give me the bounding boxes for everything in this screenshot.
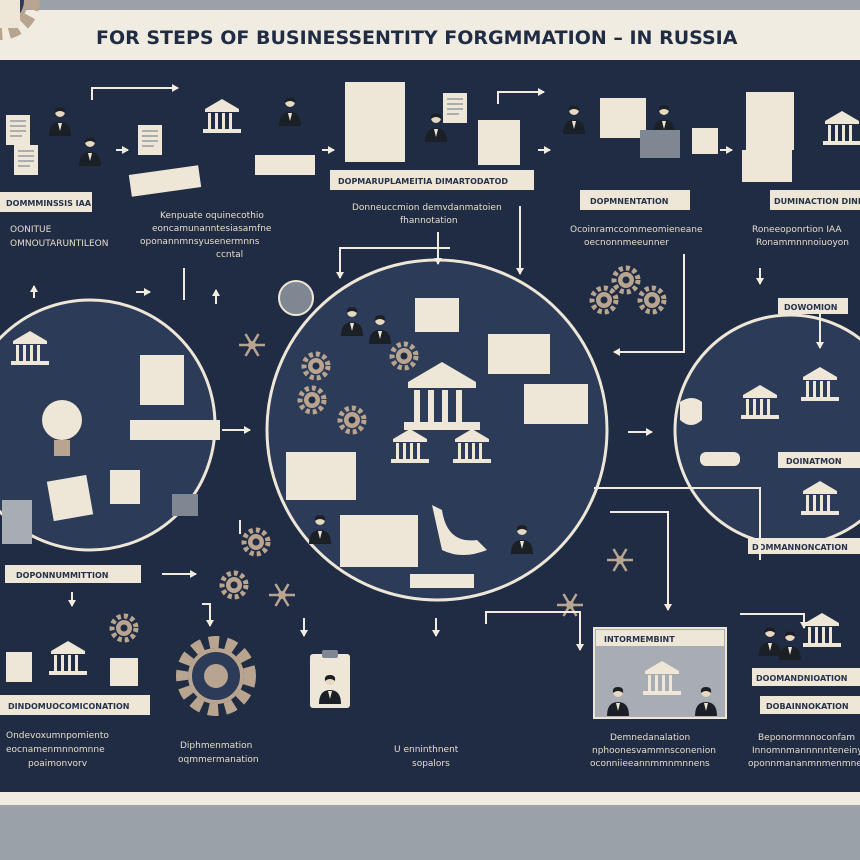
flow-arrow bbox=[613, 254, 685, 356]
step-bottom-5-caption-2: Innomnmannnnnteneiny bbox=[752, 746, 860, 756]
step-bottom-5-label-box bbox=[752, 668, 860, 686]
step-top-1: DOMMMINSSIS IAA OONITUE OMNOUTARUNTILEON bbox=[0, 107, 108, 249]
step-top-2-caption-2: eoncamunanntesiasamfne bbox=[152, 224, 272, 234]
step-top-4-label-box bbox=[580, 190, 690, 210]
step-top-3: DOPMARUPLAMEITIA DIMARTODATOD Donneuccmi… bbox=[330, 82, 534, 226]
stage-circle-right-label-2: DOINATMON bbox=[786, 457, 842, 466]
step-top-3-caption-2: fhannotation bbox=[400, 216, 458, 226]
step-bottom-4-label-box bbox=[596, 630, 724, 646]
flow-arrow bbox=[740, 613, 808, 629]
stage-circle-right-label-box bbox=[778, 298, 848, 314]
flow-arrow bbox=[594, 487, 761, 560]
step-top-4-label: DOPMNENTATION bbox=[590, 197, 668, 206]
stage-circle-right-label-3-box bbox=[748, 538, 860, 554]
step-top-3-label-box bbox=[330, 170, 534, 190]
flow-arrow bbox=[610, 511, 672, 611]
step-top-1-caption-2: OMNOUTARUNTILEON bbox=[10, 239, 108, 249]
step-top-1-caption-1: OONITUE bbox=[10, 225, 52, 235]
step-bottom-1-label: DINDOMUOCOMICONATION bbox=[8, 702, 130, 711]
stage-circle-center bbox=[265, 258, 609, 602]
step-top-4-caption-2: oecnonnmeeunner bbox=[584, 238, 669, 248]
step-bottom-5-caption-3: oponnmananmnmenmnene bbox=[748, 759, 860, 769]
flow-arrow bbox=[497, 88, 545, 104]
poster-title: FOR STEPS OF BUSINESSENTITY FORGMMATION … bbox=[96, 27, 738, 49]
step-bottom-4-label: INTORMEMBINT bbox=[604, 635, 675, 644]
step-top-3-caption-1: Donneuccmion demvdanmatoien bbox=[352, 203, 502, 213]
step-top-2-caption-1: Kenpuate oquinecothio bbox=[160, 211, 264, 221]
stage-circle-right-label-2-box bbox=[778, 452, 860, 468]
step-top-1-label-box bbox=[0, 192, 92, 212]
step-bottom-5: DOOMANDNIOATION DOBAINNOKATION Beponormn… bbox=[748, 613, 860, 769]
step-top-1-label: DOMMMINSSIS IAA bbox=[6, 199, 92, 208]
step-bottom-4-caption-2: nphoonesvammnsconenion bbox=[592, 746, 716, 756]
step-bottom-4-caption-3: oconniieeannmmnmnnens bbox=[590, 759, 710, 769]
step-bottom-2-caption-1: Diphmenmation bbox=[180, 741, 252, 751]
stage-circle-left: DOPONNUMMITTION bbox=[0, 298, 220, 583]
step-top-4: DOPMNENTATION Ocoinramccommeomieneane oe… bbox=[563, 98, 718, 248]
step-bottom-1-caption-1: Ondevoxumnpomiento bbox=[6, 731, 109, 741]
step-top-2: Kenpuate oquinecothio eoncamunanntesiasa… bbox=[128, 97, 315, 260]
flow-arrows bbox=[30, 84, 824, 651]
step-bottom-5-label: DOOMANDNIOATION bbox=[756, 674, 848, 683]
step-bottom-1: DINDOMUOCOMICONATION Ondevoxumnpomiento … bbox=[0, 641, 150, 769]
step-top-4-caption-1: Ocoinramccommeomieneane bbox=[570, 225, 703, 235]
step-bottom-4-caption-1: Demnedanalation bbox=[610, 733, 690, 743]
step-bottom-5-label-2: DOBAINNOKATION bbox=[766, 702, 849, 711]
clipboard-icon bbox=[0, 0, 20, 28]
step-top-2-caption-3: oponannmnsyusenermnns bbox=[140, 237, 260, 247]
title-band bbox=[0, 10, 860, 58]
stage-circle-left-label-box bbox=[5, 565, 141, 583]
step-top-5-label: DUMINACTION DINNI bbox=[774, 197, 860, 206]
stage-circle-left-label: DOPONNUMMITTION bbox=[16, 571, 108, 580]
step-bottom-2: Diphmenmation oqmmermanation bbox=[178, 642, 259, 765]
step-bottom-1-caption-2: eocnamenmnnomnne bbox=[6, 745, 105, 755]
step-top-5: DUMINACTION DINNI Roneeoponrtion IAA Ron… bbox=[742, 92, 860, 248]
flow-arrow bbox=[91, 84, 179, 100]
step-top-2-caption-4: ccntal bbox=[216, 250, 243, 260]
flow-arrow bbox=[485, 611, 584, 651]
globe-icon bbox=[278, 280, 314, 316]
step-top-5-caption-1: Roneeoponrtion IAA bbox=[752, 225, 842, 235]
stage-circle-right-label: DOWOMION bbox=[784, 303, 838, 312]
flow-arrow bbox=[202, 603, 214, 627]
step-bottom-3-caption-1: U enninthnent bbox=[394, 745, 459, 755]
step-bottom-5-label-2-box bbox=[760, 696, 860, 714]
step-bottom-3-caption-2: sopalors bbox=[412, 759, 450, 769]
step-top-3-label: DOPMARUPLAMEITIA DIMARTODATOD bbox=[338, 177, 508, 186]
step-bottom-1-label-box bbox=[0, 695, 150, 715]
flow-arrow bbox=[336, 247, 450, 279]
step-top-5-caption-2: Ronammnnnoiuoyon bbox=[756, 238, 849, 248]
step-bottom-4: INTORMEMBINT Demnedanalation nphoonesvam… bbox=[590, 627, 727, 769]
stage-circle-right-label-3: DOMMANNONCATION bbox=[752, 543, 848, 552]
step-bottom-1-caption-3: poaimonvorv bbox=[28, 759, 88, 769]
step-bottom-5-caption-1: Beponormnnoconfam bbox=[758, 733, 855, 743]
step-bottom-2-caption-2: oqmmermanation bbox=[178, 755, 259, 765]
step-top-5-label-box bbox=[770, 190, 860, 210]
step-bottom-3: U enninthnent sopalors bbox=[0, 0, 459, 769]
